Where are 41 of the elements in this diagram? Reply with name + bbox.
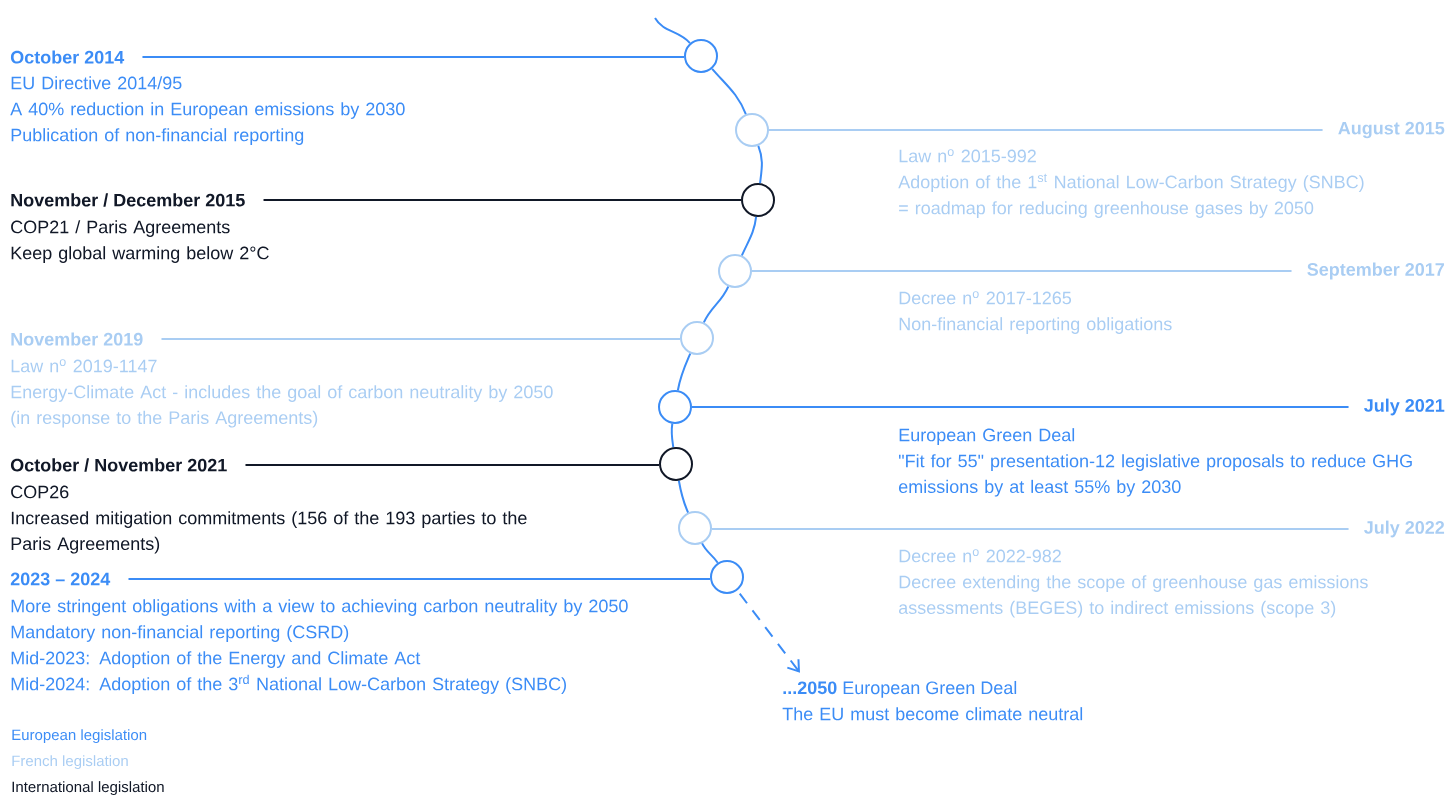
timeline-circle — [659, 447, 693, 481]
timeline-circle — [735, 113, 769, 147]
timeline-circle — [678, 511, 712, 545]
legend-label: International legislation — [12, 781, 164, 796]
timeline-curve — [670, 422, 675, 449]
event-text: October / November 2021 COP26 Increased mitigation commitments (156 of the 193 parties to the Paris Agreements) — [10, 458, 527, 554]
event-text: ...2050 European Green Deal The EU must become climate neutral — [782, 680, 1083, 721]
leader-line — [160, 338, 681, 340]
timeline-circle — [718, 254, 752, 288]
timeline-circle — [741, 183, 775, 217]
leader-line — [141, 56, 685, 58]
timeline-circle — [710, 560, 744, 594]
leader-line — [768, 129, 1324, 131]
event-text: November 2019 Law n$^{o}$ 2019-1147 Energy-Climate Act - includes the goal of carbon neutrality by 2050 (in response to the Paris Agreements) — [11, 332, 553, 428]
event-text: September 2017 Decree n$^{o}$ 2017-1265 Non-financial reporting obligations — [899, 262, 1444, 334]
timeline-curve — [740, 215, 758, 257]
leader-line — [244, 464, 660, 466]
timeline-curve — [701, 542, 719, 564]
event-text: 2023 – 2024 More stringent obligations with a view to achieving carbon neutrality by 2050 Mandatory non-financial reporting (CSRD) Mid-2023: Adoption of the Energy and Climate Act Mid-2024: Adoption of the 3$^{rd}$ National Low-Carbon Strategy (SNBC) — [10, 572, 628, 694]
leader-line — [751, 270, 1293, 272]
event-text: November / December 2015 COP21 / Paris Agreements Keep global warming below 2°C — [11, 193, 269, 263]
timeline-curve — [676, 352, 692, 392]
event-text: July 2021 European Green Deal "Fit for 55" presentation-12 legislative proposals to reduce GHG emissions by at least 55% by 2030 — [899, 398, 1445, 497]
timeline-circle — [684, 39, 718, 73]
timeline-curve — [677, 479, 690, 514]
leader-line — [691, 406, 1350, 408]
leader-line — [127, 578, 711, 580]
timeline-curve — [702, 285, 730, 324]
event-text: July 2022 Decree n$^{o}$ 2022-982 Decree extending the scope of greenhouse gas emissions assessments (BEGES) to indirect emissions (scope 3) — [899, 520, 1445, 618]
leader-line — [711, 528, 1350, 530]
leader-line — [262, 199, 742, 201]
legend-label: French legislation — [12, 755, 128, 770]
event-text: October 2014 EU Directive 2014/95 A 40% reduction in European emissions by 2030 Publication of non-financial reporting — [10, 50, 405, 145]
event-text: August 2015 Law n$^{o}$ 2015-992 Adoption of the 1$^{st}$ National Low-Carbon Strategy (SNBC) = roadmap for reducing greenhouse gases by 2050 — [898, 121, 1445, 218]
legend-label: European legislation — [12, 729, 147, 744]
dashed-arrow — [738, 592, 800, 673]
timeline-curve — [654, 17, 691, 45]
timeline-circle — [680, 321, 714, 355]
timeline-circle — [658, 390, 692, 424]
timeline-curve — [757, 144, 763, 185]
timeline-curve — [711, 67, 747, 116]
